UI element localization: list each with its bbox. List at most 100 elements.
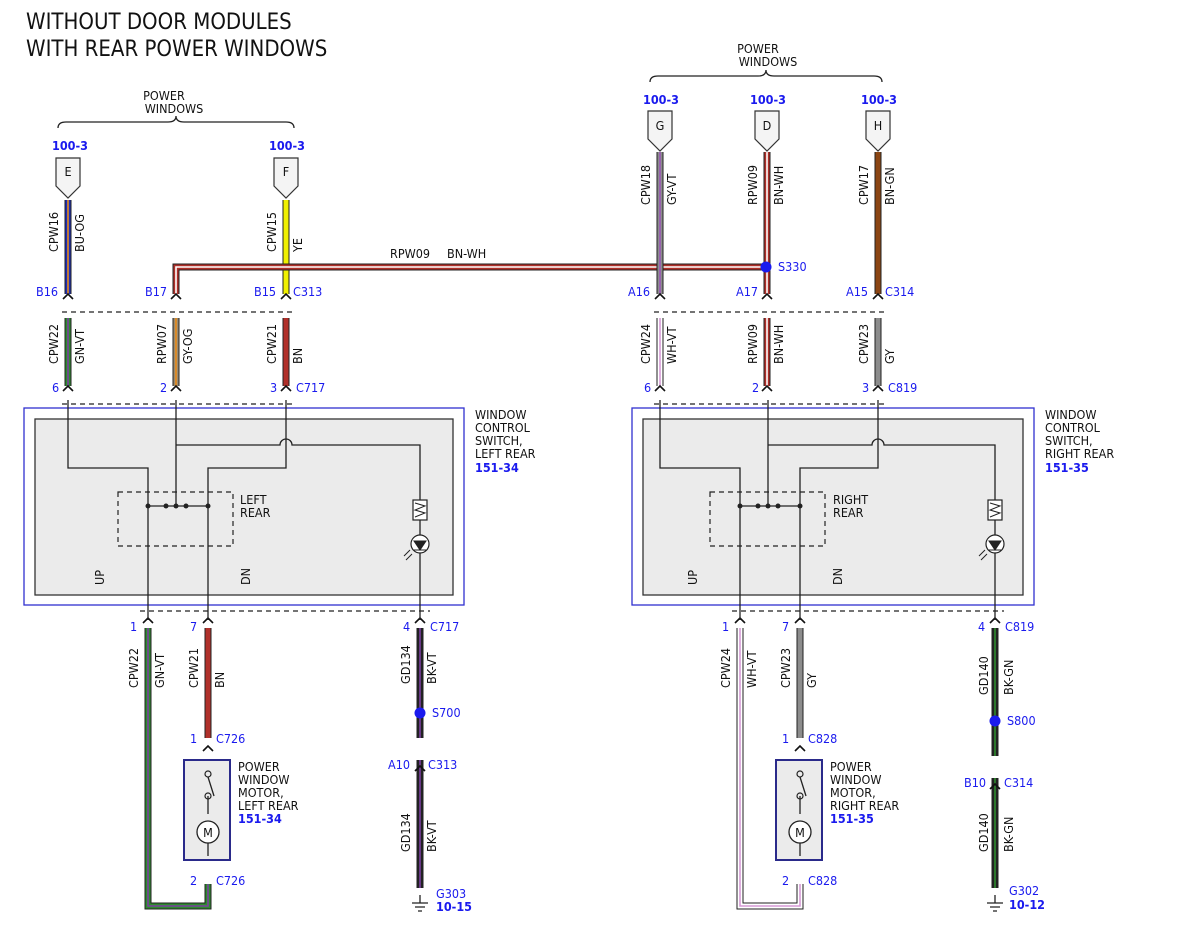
switch-left-name-4: LEFT REAR — [475, 446, 536, 461]
title-line-1: WITHOUT DOOR MODULES — [26, 10, 292, 35]
svg-text:F: F — [283, 164, 289, 179]
ground-g303-ref[interactable]: 10-15 — [436, 899, 472, 914]
motor-left-ref[interactable]: 151-34 — [238, 811, 282, 826]
pin-b17: B17 — [145, 284, 167, 299]
splice-s330 — [760, 261, 772, 273]
page-ref-g: 100-3 — [643, 92, 679, 107]
svg-text:UP: UP — [685, 570, 700, 585]
wire-label-cpw22-bot-color: GN-VT — [152, 653, 167, 688]
conn-c819-bottom: C819 — [1005, 619, 1034, 634]
right-group-brace — [649, 69, 883, 83]
wire-label-rpw09-lower-circuit: RPW09 — [745, 324, 760, 364]
pin-a16: A16 — [628, 284, 650, 299]
switch-right-name-3: SWITCH, — [1045, 433, 1093, 448]
wire-label-gd140-b-circuit: GD140 — [976, 813, 991, 852]
wire-label-rpw09-lower-color: BN-WH — [771, 325, 786, 364]
motor-right-ref[interactable]: 151-35 — [830, 811, 874, 826]
conn-c314-lower: C314 — [1004, 775, 1033, 790]
ground-g303-icon — [412, 895, 428, 912]
switch-right-inner-label-2: REAR — [833, 505, 864, 520]
conn-c828-a: C828 — [808, 731, 837, 746]
pin-left-4: 4 — [403, 619, 410, 634]
wire-label-cpw18-circuit: CPW18 — [638, 165, 653, 205]
connector-chevron-icon — [280, 384, 292, 392]
conn-c717-top: C717 — [296, 380, 325, 395]
window-control-switch-right-rear: UP DN — [631, 400, 1035, 620]
conn-c726-a: C726 — [216, 731, 245, 746]
motor-right-name-3: MOTOR, — [830, 785, 876, 800]
conn-c313: C313 — [293, 284, 322, 299]
wire-label-cpw18-color: GY-VT — [664, 174, 679, 205]
motor-right-name-1: POWER — [830, 759, 872, 774]
wires-layer — [62, 152, 1001, 910]
connector-chevron-icon — [761, 384, 773, 392]
motor-left-name-1: POWER — [238, 759, 280, 774]
conn-c819-top: C819 — [888, 380, 917, 395]
wire-label-cpw17-color: BN-GN — [882, 167, 897, 205]
connector-tag-h: H — [865, 110, 891, 152]
connector-chevron-icon — [202, 744, 214, 752]
pin-left-1: 1 — [130, 619, 137, 634]
page-ref-d: 100-3 — [750, 92, 786, 107]
conn-c314: C314 — [885, 284, 914, 299]
wire-label-cpw23-bot-circuit: CPW23 — [778, 648, 793, 688]
motor-left-name-2: WINDOW — [238, 772, 289, 787]
switch-left-ref[interactable]: 151-34 — [475, 460, 519, 475]
wire-label-cpw23-bot-color: GY — [804, 673, 819, 688]
splice-s700-label: S700 — [432, 705, 461, 720]
wire-label-gd140-a-color: BK-GN — [1001, 660, 1016, 695]
window-control-switch-left-rear: UP DN — [23, 400, 465, 620]
wire-label-cpw24-top-circuit: CPW24 — [638, 324, 653, 364]
connector-chevron-icon — [62, 384, 74, 392]
motor-right-name-2: WINDOW — [830, 772, 881, 787]
wire-label-cpw22-top-circuit: CPW22 — [46, 324, 61, 364]
splice-s800 — [989, 715, 1001, 727]
pin-left-7: 7 — [190, 619, 197, 634]
page-ref-h: 100-3 — [861, 92, 897, 107]
pin-rm-1: 1 — [782, 731, 789, 746]
page-ref-f: 100-3 — [269, 138, 305, 153]
connector-chevron-icon — [794, 744, 806, 752]
power-window-motor-left-rear: M — [183, 759, 231, 861]
switch-left-name-2: CONTROL — [475, 420, 531, 435]
wire-label-rpw07-color: GY-OG — [180, 329, 195, 364]
wire-label-cpw24-top-color: WH-VT — [664, 326, 679, 364]
wire-label-gd140-b-color: BK-GN — [1001, 817, 1016, 852]
wire-label-cpw22-top-color: GN-VT — [72, 329, 87, 364]
splice-s800-label: S800 — [1007, 713, 1036, 728]
resistor-icon — [412, 499, 428, 521]
resistor-icon — [987, 499, 1003, 521]
svg-text:M: M — [795, 825, 805, 840]
switch-left-name-1: WINDOW — [475, 407, 526, 422]
pin-a15: A15 — [846, 284, 868, 299]
switch-left-inner-label-2: REAR — [240, 505, 271, 520]
title-line-2: WITH REAR POWER WINDOWS — [26, 37, 327, 62]
svg-text:D: D — [763, 118, 772, 133]
connector-chevron-icon — [654, 292, 666, 300]
wire-label-cpw22-bot-circuit: CPW22 — [126, 648, 141, 688]
switch-right-name-2: CONTROL — [1045, 420, 1101, 435]
ground-g302-icon — [987, 895, 1003, 912]
wire-label-cpw24-bot-circuit: CPW24 — [718, 648, 733, 688]
pin-labels: B16 B17 B15 C313 A16 A17 A15 C314 6 2 3 … — [36, 284, 1034, 888]
switch-right-ref[interactable]: 151-35 — [1045, 460, 1089, 475]
ground-g302-ref[interactable]: 10-12 — [1009, 897, 1045, 912]
connector-tag-e: E — [55, 157, 81, 199]
wire-cpw22-bot — [144, 628, 212, 910]
page-ref-e: 100-3 — [52, 138, 88, 153]
pin-right-1: 1 — [722, 619, 729, 634]
connector-chevron-icon — [170, 384, 182, 392]
conn-c828-b: C828 — [808, 873, 837, 888]
wire-label-cpw21-bot-color: BN — [212, 672, 227, 688]
svg-text:UP: UP — [92, 570, 107, 585]
pin-left-3: 3 — [270, 380, 277, 395]
pin-right-3: 3 — [862, 380, 869, 395]
wire-label-gd140-a-circuit: GD140 — [976, 656, 991, 695]
left-group-label-1: POWER — [143, 88, 185, 103]
wire-label-cpw17-circuit: CPW17 — [856, 165, 871, 205]
splice-s330-label: S330 — [778, 259, 807, 274]
svg-text:DN: DN — [830, 568, 845, 585]
conn-c726-b: C726 — [216, 873, 245, 888]
left-group-brace — [57, 115, 295, 129]
switch-right-inner-label-1: RIGHT — [833, 492, 868, 507]
